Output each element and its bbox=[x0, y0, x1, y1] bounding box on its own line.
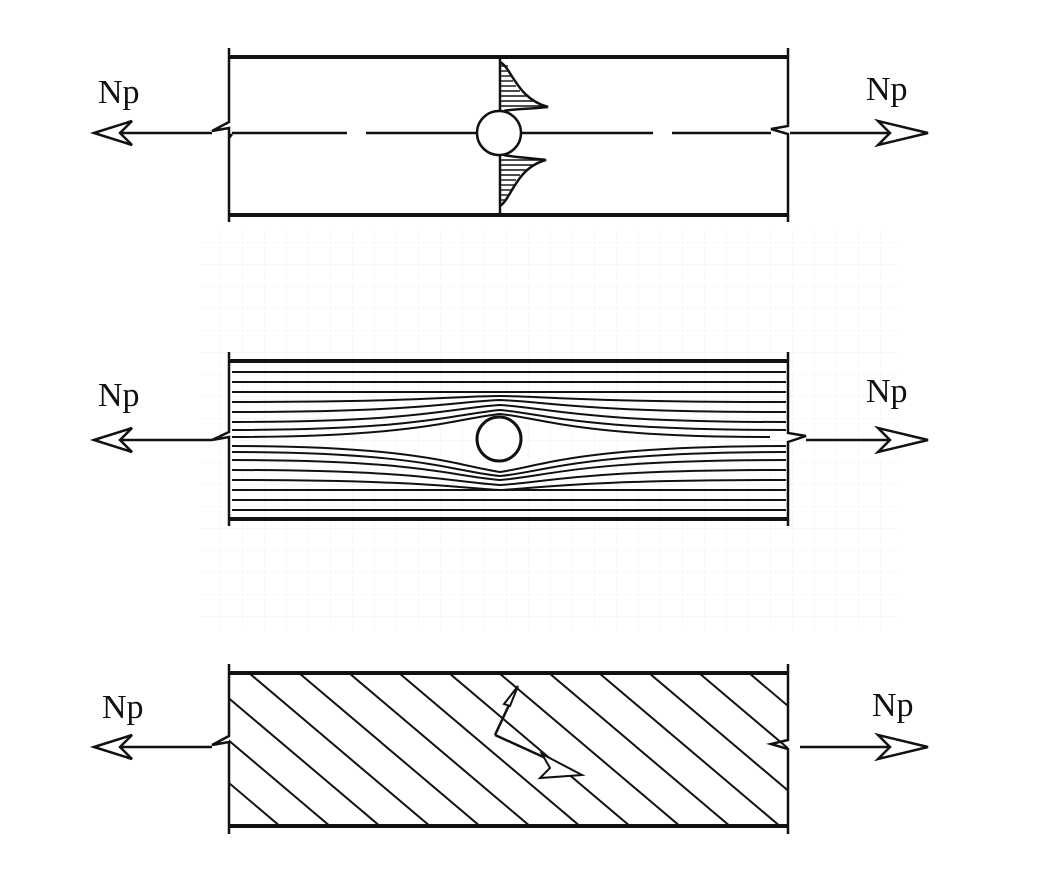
panel-2-left-force-label: Np bbox=[98, 377, 140, 414]
panel-1-stress-hatch-upper bbox=[500, 65, 542, 107]
panel-3-diagonal-hatch bbox=[229, 673, 788, 826]
panel-3-right-edge-break bbox=[766, 664, 790, 834]
panel-1-left-arrow-head bbox=[89, 119, 133, 147]
panel-2-plate-with-hole-stress-trajectories bbox=[89, 352, 929, 526]
panel-2-right-force-label: Np bbox=[866, 373, 908, 410]
panel-1-right-arrow-head bbox=[873, 118, 929, 148]
panel-2-flow-lines-upper bbox=[231, 371, 787, 438]
panel-3-left-arrow-head bbox=[89, 733, 133, 761]
panel-2-right-arrow-head bbox=[873, 425, 929, 455]
panel-3-plate-diagonal-tension-field bbox=[89, 664, 929, 834]
panel-3-left-force-label: Np bbox=[102, 689, 144, 726]
panel-2-hole bbox=[475, 415, 523, 463]
panel-2-flow-lines-lower bbox=[231, 445, 787, 511]
panel-1-left-edge-break bbox=[211, 48, 233, 222]
panel-1-stress-hatch-lower bbox=[500, 159, 542, 201]
panel-3-principal-tension-head bbox=[537, 751, 586, 780]
panel-2-left-arrow-head bbox=[89, 426, 133, 454]
panel-3-right-arrow-head bbox=[873, 732, 929, 762]
panel-1-left-force-label: Np bbox=[98, 74, 140, 111]
panel-3-left-edge-break bbox=[211, 664, 231, 834]
panel-1-right-edge-break bbox=[770, 48, 790, 222]
panel-1-hole bbox=[475, 109, 523, 157]
panel-1-plate-with-hole-stress-distribution bbox=[89, 48, 929, 222]
panel-1-right-force-label: Np bbox=[866, 71, 908, 108]
panel-2-right-edge-break bbox=[786, 352, 807, 526]
panel-3-principal-compression-head bbox=[502, 685, 519, 708]
panel-3-right-force-label: Np bbox=[872, 687, 914, 724]
